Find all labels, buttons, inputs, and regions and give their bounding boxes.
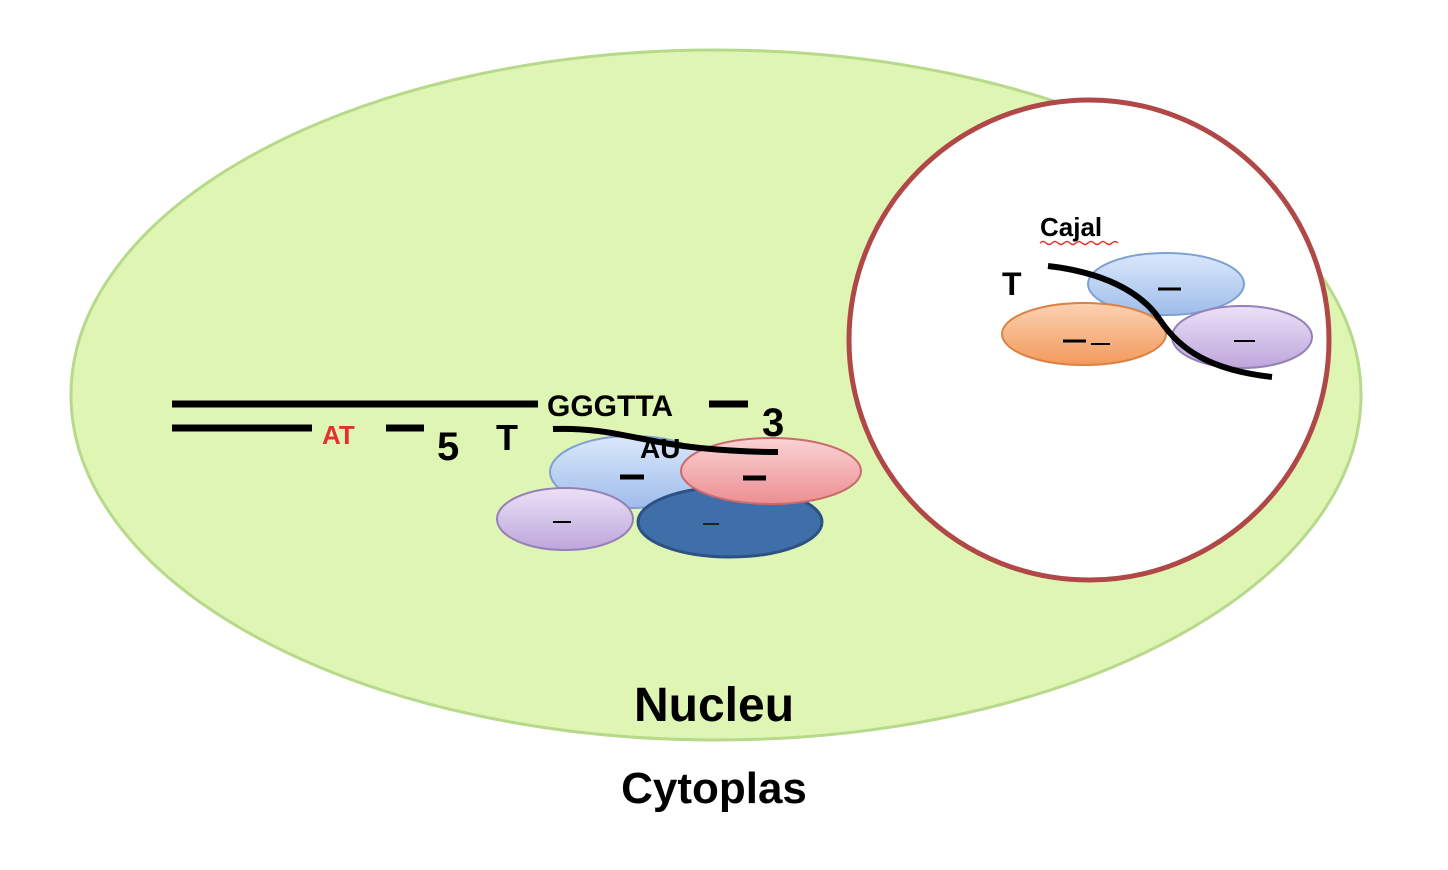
cytoplasm-label: Cytoplas	[621, 764, 807, 813]
five-prime-label: 5	[437, 425, 459, 469]
protein-purple	[496, 487, 634, 551]
cajal-rna-strand	[1047, 263, 1273, 380]
t-left-label: T	[496, 417, 518, 458]
cajal-protein-complex	[1001, 252, 1313, 369]
at-mark-label: AT	[322, 420, 355, 450]
nucleus-label: Nucleu	[634, 679, 794, 732]
cajal-spellcheck-underline	[1039, 240, 1119, 246]
dna-double-strand	[172, 400, 748, 432]
cajal-protein-purple	[1171, 305, 1313, 369]
rna-strand	[552, 425, 779, 455]
cajal-protein-orange	[1001, 302, 1167, 366]
cajal-protein-blue	[1087, 252, 1245, 316]
protein-pink	[680, 437, 862, 505]
dna-sequence-label: GGGTTA	[547, 390, 673, 423]
cajal-title: Cajal	[1040, 212, 1102, 242]
au-mark-label: AU	[640, 433, 680, 464]
three-prime-label: 3	[762, 401, 784, 445]
t-cajal-label: T	[1002, 266, 1022, 302]
